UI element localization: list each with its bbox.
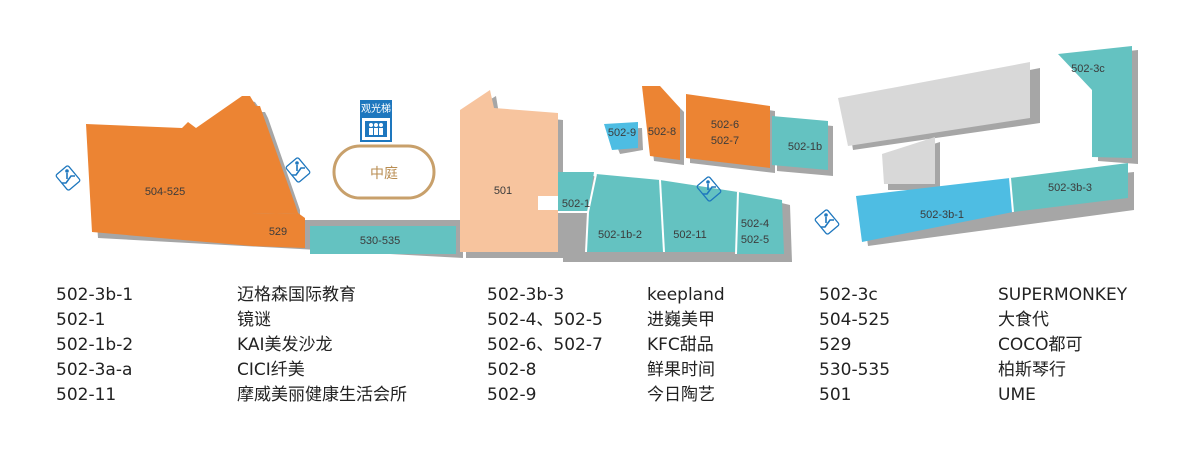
unit-529[interactable] [252, 213, 305, 248]
legend-unit: 502-1 [56, 310, 106, 330]
legend-store: 镜谜 [237, 310, 271, 330]
unit-502-1b-2[interactable] [586, 174, 664, 252]
unit-label: 502-1 [562, 198, 590, 210]
legend-store-column: keepland 进巍美甲 KFC甜品 鲜果时间 今日陶艺 [647, 283, 725, 408]
unit-label: 502-7 [711, 135, 739, 147]
gray-area [838, 62, 1030, 146]
elevator-label: 观光梯 [361, 102, 391, 115]
legend-store: 鲜果时间 [647, 360, 715, 380]
unit-label: 501 [494, 185, 512, 197]
unit-501[interactable] [460, 90, 558, 252]
legend-store: 大食代 [998, 310, 1049, 330]
legend-unit-column: 502-3b-3 502-4、502-5 502-6、502-7 502-8 5… [487, 283, 603, 408]
unit-502-6-7[interactable] [686, 94, 770, 168]
legend-unit-column: 502-3c 504-525 529 530-535 501 [819, 283, 890, 408]
legend-unit: 502-3b-1 [56, 285, 134, 305]
legend-unit: 502-9 [487, 385, 537, 405]
unit-502-1b[interactable] [772, 116, 828, 170]
legend-unit: 502-4、502-5 [487, 310, 603, 330]
legend-unit: 502-1b-2 [56, 335, 134, 355]
legend-unit: 502-3c [819, 285, 878, 305]
legend-unit: 504-525 [819, 310, 891, 330]
legend-unit: 502-6、502-7 [487, 335, 603, 355]
atrium-label: 中庭 [370, 165, 398, 182]
legend-store: 迈格森国际教育 [237, 285, 356, 305]
unit-label: 502-11 [673, 229, 706, 241]
legend-store: 今日陶艺 [647, 385, 715, 405]
unit-label: 502-9 [608, 127, 636, 139]
unit-502-3b-3[interactable] [1010, 163, 1128, 212]
legend-unit: 502-8 [487, 360, 537, 380]
unit-502-4-5[interactable] [736, 192, 784, 254]
escalator-icon[interactable] [54, 164, 82, 192]
legend-store-column: SUPERMONKEY 大食代 COCO都可 柏斯琴行 UME [998, 283, 1127, 408]
unit-label: 529 [269, 226, 287, 238]
elevator-icon[interactable]: 观光梯 [360, 100, 392, 142]
unit-label: 530-535 [360, 235, 400, 247]
legend-store-column: 迈格森国际教育 镜谜 KAI美发沙龙 CICI纤美 摩威美丽健康生活会所 [237, 283, 407, 408]
legend-store: KAI美发沙龙 [237, 335, 333, 355]
unit-label: 502-8 [648, 126, 676, 138]
unit-502-8[interactable] [642, 86, 680, 160]
legend-store: 进巍美甲 [647, 310, 715, 330]
unit-502-3b-1[interactable] [856, 178, 1013, 242]
escalator-icon[interactable] [284, 156, 312, 184]
atrium: 中庭 [332, 144, 436, 200]
unit-label: 504-525 [145, 186, 185, 198]
legend-unit: 501 [819, 385, 852, 405]
legend-store: keepland [647, 285, 725, 305]
unit-label: 502-3b-3 [1048, 182, 1092, 194]
unit-label: 502-5 [741, 234, 769, 246]
legend-store: SUPERMONKEY [998, 285, 1128, 305]
unit-label: 502-1b-2 [598, 229, 642, 241]
legend-unit: 502-11 [56, 385, 117, 405]
legend-store: 柏斯琴行 [998, 360, 1066, 380]
legend-unit: 529 [819, 335, 852, 355]
unit-label: 502-1b [788, 141, 822, 153]
unit-label: 502-3b-1 [920, 209, 964, 221]
unit-504-525[interactable] [86, 96, 298, 246]
floor-map: 504-525 529 530-535 501 502-1 502-1b-2 5… [54, 46, 1138, 262]
legend-unit: 502-3b-3 [487, 285, 565, 305]
unit-label: 502-4 [741, 218, 769, 230]
gray-area [882, 137, 935, 184]
unit-501-notch [538, 196, 558, 210]
unit-530-535[interactable] [310, 226, 456, 254]
legend-store: COCO都可 [998, 335, 1083, 355]
escalator-icon[interactable] [813, 208, 841, 236]
unit-502-9[interactable] [604, 122, 638, 150]
legend-store: KFC甜品 [647, 335, 714, 355]
unit-502-3c[interactable] [1058, 46, 1132, 158]
legend-unit: 530-535 [819, 360, 891, 380]
legend-store: 摩威美丽健康生活会所 [237, 385, 407, 405]
legend-unit: 502-3a-a [56, 360, 133, 380]
unit-502-1[interactable] [558, 172, 594, 212]
unit-label: 502-3c [1071, 63, 1105, 75]
unit-502-11[interactable] [660, 180, 738, 252]
legend-store: UME [998, 385, 1036, 405]
legend-store: CICI纤美 [237, 360, 305, 380]
unit-label: 502-6 [711, 119, 739, 131]
legend-unit-column: 502-3b-1 502-1 502-1b-2 502-3a-a 502-11 [56, 283, 133, 408]
